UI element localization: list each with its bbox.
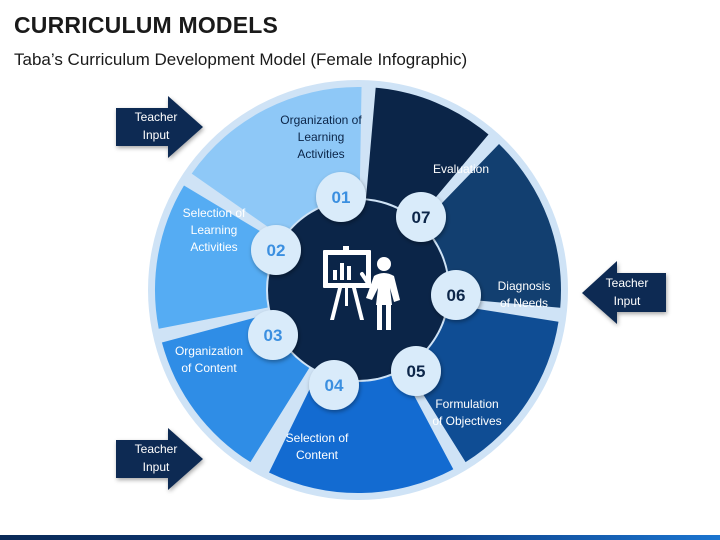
number-bubble-07: 07 [396, 192, 446, 242]
step-number: 05 [407, 362, 426, 381]
number-bubble-01: 01 [316, 172, 366, 222]
segment-04 [269, 371, 454, 493]
arrow-label-line2: Input [143, 460, 170, 474]
number-bubble-05: 05 [391, 346, 441, 396]
page-subtitle: Taba’s Curriculum Development Model (Fem… [14, 50, 468, 69]
number-bubble-04: 04 [309, 360, 359, 410]
number-bubbles: 01 02 03 04 05 06 07 [248, 172, 481, 410]
teacher-input-arrow-bottom-left: Teacher Input [116, 428, 203, 490]
step-number: 01 [332, 188, 351, 207]
arrow-label-line2: Input [143, 128, 170, 142]
step-number: 04 [325, 376, 344, 395]
teacher-input-arrow-top-left: Teacher Input [116, 96, 203, 158]
page-title: CURRICULUM MODELS [14, 12, 279, 38]
segment-label-07: Evaluation [433, 162, 489, 176]
segment-06 [421, 143, 561, 308]
segment-02 [155, 185, 280, 329]
center-hub [268, 200, 448, 380]
teacher-presentation-board-icon [323, 246, 400, 330]
number-bubble-02: 02 [251, 225, 301, 275]
arrow-label-line1: Teacher [135, 442, 178, 456]
step-number: 07 [412, 208, 431, 227]
step-number: 03 [264, 326, 283, 345]
segment-07 [366, 87, 489, 220]
arrow-label-line1: Teacher [135, 110, 178, 124]
bottom-accent-bar [0, 535, 720, 540]
segment-05 [406, 304, 559, 463]
step-number: 02 [267, 241, 286, 260]
number-bubble-06: 06 [431, 270, 481, 320]
teacher-input-arrow-right: Teacher Input [582, 261, 666, 324]
arrow-label-line1: Teacher [606, 276, 649, 290]
step-number: 06 [447, 286, 466, 305]
arrow-label-line2: Input [614, 294, 641, 308]
number-bubble-03: 03 [248, 310, 298, 360]
